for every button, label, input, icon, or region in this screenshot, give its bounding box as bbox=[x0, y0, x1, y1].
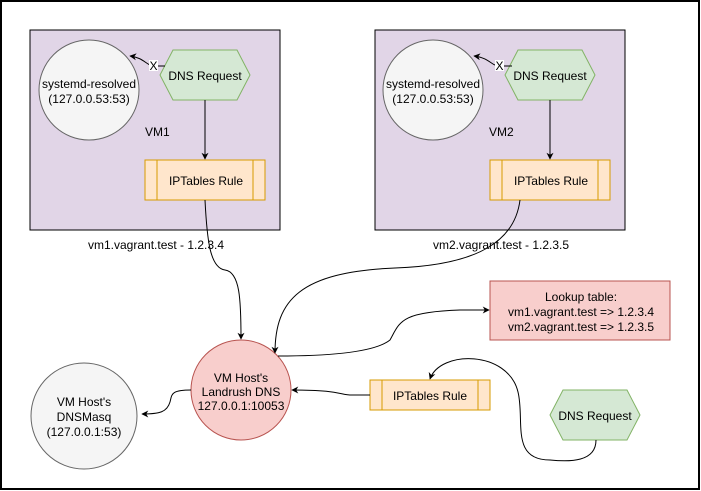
host-dns-request[interactable] bbox=[549, 389, 641, 441]
landrush-to-lookup-edge bbox=[277, 306, 490, 357]
host-dns-request-label: DNS Request bbox=[558, 409, 632, 423]
vm2-dns-request-label: DNS Request bbox=[513, 69, 587, 83]
host-request-to-iptables-edge bbox=[428, 358, 597, 462]
landrush-to-dnsmasq-edge bbox=[141, 389, 192, 418]
lookup-table-title: Lookup table: bbox=[545, 290, 617, 304]
vm2-blocked-marker: X bbox=[495, 59, 503, 73]
vm2-resolver-address: (127.0.0.53:53) bbox=[392, 92, 473, 106]
vm2-systemd-resolved[interactable] bbox=[382, 39, 484, 141]
lookup-table-row-2: vm2.vagrant.test => 1.2.3.5 bbox=[508, 320, 654, 334]
vm1-container: systemd-resolved (127.0.0.53:53) DNS Req… bbox=[29, 29, 281, 231]
vm1-resolver-address: (127.0.0.53:53) bbox=[48, 92, 129, 106]
vm2-resolver-name: systemd-resolved bbox=[386, 77, 480, 91]
vm1-resolver-name: systemd-resolved bbox=[42, 77, 136, 91]
vm2-iptables-label: IPTables Rule bbox=[514, 174, 588, 188]
vm1-iptables-to-landrush-edge bbox=[204, 199, 245, 340]
vm1-blocked-marker-bg bbox=[149, 60, 158, 71]
lookup-table-row-1: vm1.vagrant.test => 1.2.3.4 bbox=[508, 305, 654, 319]
landrush-line-3: 127.0.0.1:10053 bbox=[198, 399, 285, 413]
dnsmasq-line-3: (127.0.0.1:53) bbox=[47, 425, 122, 439]
vm2-dns-request[interactable] bbox=[504, 49, 596, 101]
vm2-container: systemd-resolved (127.0.0.53:53) DNS Req… bbox=[374, 29, 626, 231]
vm1-caption: vm1.vagrant.test - 1.2.3.4 bbox=[88, 238, 224, 252]
landrush-line-2: Landrush DNS bbox=[202, 385, 281, 399]
vm1-iptables-rule[interactable] bbox=[144, 159, 266, 201]
vm1-systemd-resolved[interactable] bbox=[38, 39, 140, 141]
lookup-table[interactable] bbox=[489, 280, 671, 341]
host-iptables-rule[interactable] bbox=[369, 379, 491, 411]
landrush-line-1: VM Host's bbox=[214, 371, 268, 385]
vm2-iptables-rule[interactable] bbox=[489, 159, 611, 201]
vm1-dns-request[interactable] bbox=[159, 49, 251, 101]
vm2-caption: vm2.vagrant.test - 1.2.3.5 bbox=[433, 238, 569, 252]
vm1-iptables-label: IPTables Rule bbox=[169, 174, 243, 188]
dnsmasq-line-1: VM Host's bbox=[57, 395, 111, 409]
vm1-blocked-marker: X bbox=[149, 59, 157, 73]
vm2-label: VM2 bbox=[489, 125, 514, 139]
host-iptables-label: IPTables Rule bbox=[393, 389, 467, 403]
vm1-dns-request-label: DNS Request bbox=[168, 69, 242, 83]
host-iptables-to-landrush-edge bbox=[291, 386, 370, 396]
dnsmasq[interactable] bbox=[30, 362, 138, 470]
vm2-iptables-to-landrush-edge bbox=[271, 199, 521, 354]
dnsmasq-line-2: DNSMasq bbox=[57, 410, 112, 424]
vm1-label: VM1 bbox=[145, 125, 170, 139]
vm2-blocked-marker-bg bbox=[495, 60, 504, 71]
